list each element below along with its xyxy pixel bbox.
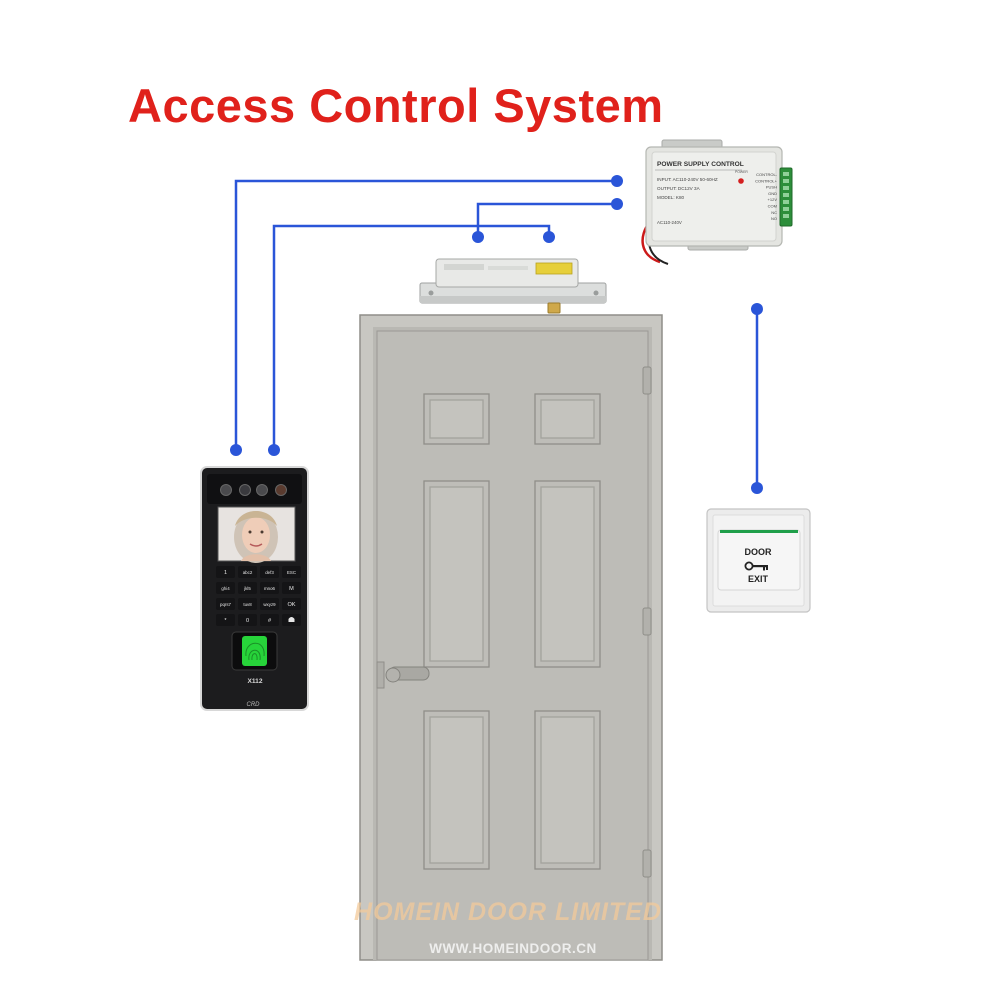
terminal-label: CONTROL+ bbox=[755, 178, 778, 183]
door-panels bbox=[423, 393, 601, 870]
exit-button-label-door: DOOR bbox=[745, 547, 773, 557]
keypad-key[interactable] bbox=[282, 598, 301, 610]
watermark-company: HOMEIN DOOR LIMITED bbox=[354, 898, 662, 926]
door-handle[interactable] bbox=[376, 661, 430, 689]
keypad-key[interactable] bbox=[238, 582, 257, 594]
wire-node bbox=[268, 444, 280, 456]
keypad-key[interactable] bbox=[216, 598, 235, 610]
wire-node bbox=[611, 175, 623, 187]
page-title: Access Control System bbox=[128, 79, 664, 132]
keypad-key-label: OK bbox=[287, 602, 295, 608]
keypad-key[interactable] bbox=[216, 582, 235, 594]
wire-node bbox=[611, 198, 623, 210]
camera-icon bbox=[239, 484, 251, 496]
keypad-key-label: tuv8 bbox=[243, 602, 252, 607]
face-image bbox=[234, 511, 278, 563]
power-supply-output: OUTPUT: DC12V 3A bbox=[657, 186, 701, 191]
keypad-key[interactable] bbox=[260, 582, 279, 594]
keypad-key[interactable] bbox=[260, 614, 279, 626]
power-supply-bottom-label: AC110-240V bbox=[657, 220, 682, 225]
exit-button-label-exit: EXIT bbox=[748, 574, 769, 584]
camera-icon bbox=[256, 484, 268, 496]
keypad-key-label: * bbox=[224, 618, 227, 624]
power-indicator-light bbox=[738, 178, 744, 184]
keypad-key[interactable] bbox=[282, 566, 301, 578]
keypad-key-label: 0 bbox=[246, 618, 249, 624]
door-leaf bbox=[376, 330, 649, 961]
wire-node bbox=[472, 231, 484, 243]
terminal-label: COM bbox=[768, 204, 777, 209]
power-supply-unit: POWER SUPPLY CONTROL INPUT: AC110-240V 5… bbox=[641, 139, 793, 265]
keypad-key[interactable] bbox=[216, 614, 235, 626]
terminal-label: GND bbox=[768, 191, 777, 196]
electric-bolt-lock bbox=[419, 258, 607, 314]
terminal-brand-label: CRD bbox=[247, 702, 261, 708]
power-supply-heading: POWER SUPPLY CONTROL bbox=[657, 161, 744, 168]
power-supply-model: MODEL: K80 bbox=[657, 195, 685, 200]
keypad-key-label: # bbox=[268, 618, 272, 624]
power-supply-input: INPUT: AC110-240V 50-60HZ bbox=[657, 177, 718, 182]
door-hinge bbox=[642, 366, 652, 395]
door-hinge bbox=[642, 849, 652, 878]
keypad-key-label: mno6 bbox=[264, 586, 276, 591]
keypad-key-label: wxyz9 bbox=[263, 602, 276, 607]
keypad-key-label: jkl5 bbox=[243, 586, 251, 591]
keypad-key[interactable] bbox=[282, 582, 301, 594]
lock-bolt bbox=[547, 302, 561, 314]
exit-button[interactable]: DOOR EXIT bbox=[706, 508, 811, 613]
keypad-key[interactable] bbox=[238, 614, 257, 626]
terminal-label: NC bbox=[771, 210, 777, 215]
bell-icon bbox=[288, 617, 295, 622]
terminal-screws bbox=[783, 172, 789, 218]
key-icon bbox=[744, 561, 768, 571]
keypad-key[interactable] bbox=[260, 566, 279, 578]
keypad-key[interactable] bbox=[238, 566, 257, 578]
keypad-key-label: pqrs7 bbox=[220, 602, 232, 607]
keypad-key-label: M bbox=[289, 586, 294, 592]
door bbox=[359, 314, 663, 961]
camera-icon bbox=[220, 484, 232, 496]
terminal-label: NO bbox=[771, 216, 777, 221]
wire-node bbox=[543, 231, 555, 243]
keypad-key-label: ghi4 bbox=[221, 586, 230, 591]
terminal-label: PUSH bbox=[766, 185, 777, 190]
wire-lock-to-power bbox=[476, 202, 617, 236]
keypad-key-label: def3 bbox=[265, 570, 274, 575]
keypad-key[interactable] bbox=[238, 598, 257, 610]
wire-terminal-to-power-1 bbox=[234, 179, 617, 450]
wire-node bbox=[230, 444, 242, 456]
wire-node bbox=[751, 303, 763, 315]
terminal-label: +12V bbox=[768, 197, 778, 202]
power-indicator-label: POWER bbox=[735, 170, 748, 174]
wire-nodes bbox=[230, 175, 763, 494]
door-hinge bbox=[642, 607, 652, 636]
keypad-key[interactable] bbox=[260, 598, 279, 610]
fingerprint-sensor[interactable] bbox=[242, 636, 267, 666]
terminal-model-label: X112 bbox=[247, 678, 262, 685]
keypad-key-label: 1 bbox=[224, 570, 227, 576]
keypad-key-label: ESC bbox=[287, 570, 296, 575]
watermark-url: WWW.HOMEINDOOR.CN bbox=[429, 941, 596, 956]
wire-node bbox=[751, 482, 763, 494]
keypad-key-label: abc2 bbox=[243, 570, 253, 575]
camera-icon bbox=[275, 484, 287, 496]
keypad-key[interactable] bbox=[216, 566, 235, 578]
terminal-label: CONTROL- bbox=[756, 172, 778, 177]
